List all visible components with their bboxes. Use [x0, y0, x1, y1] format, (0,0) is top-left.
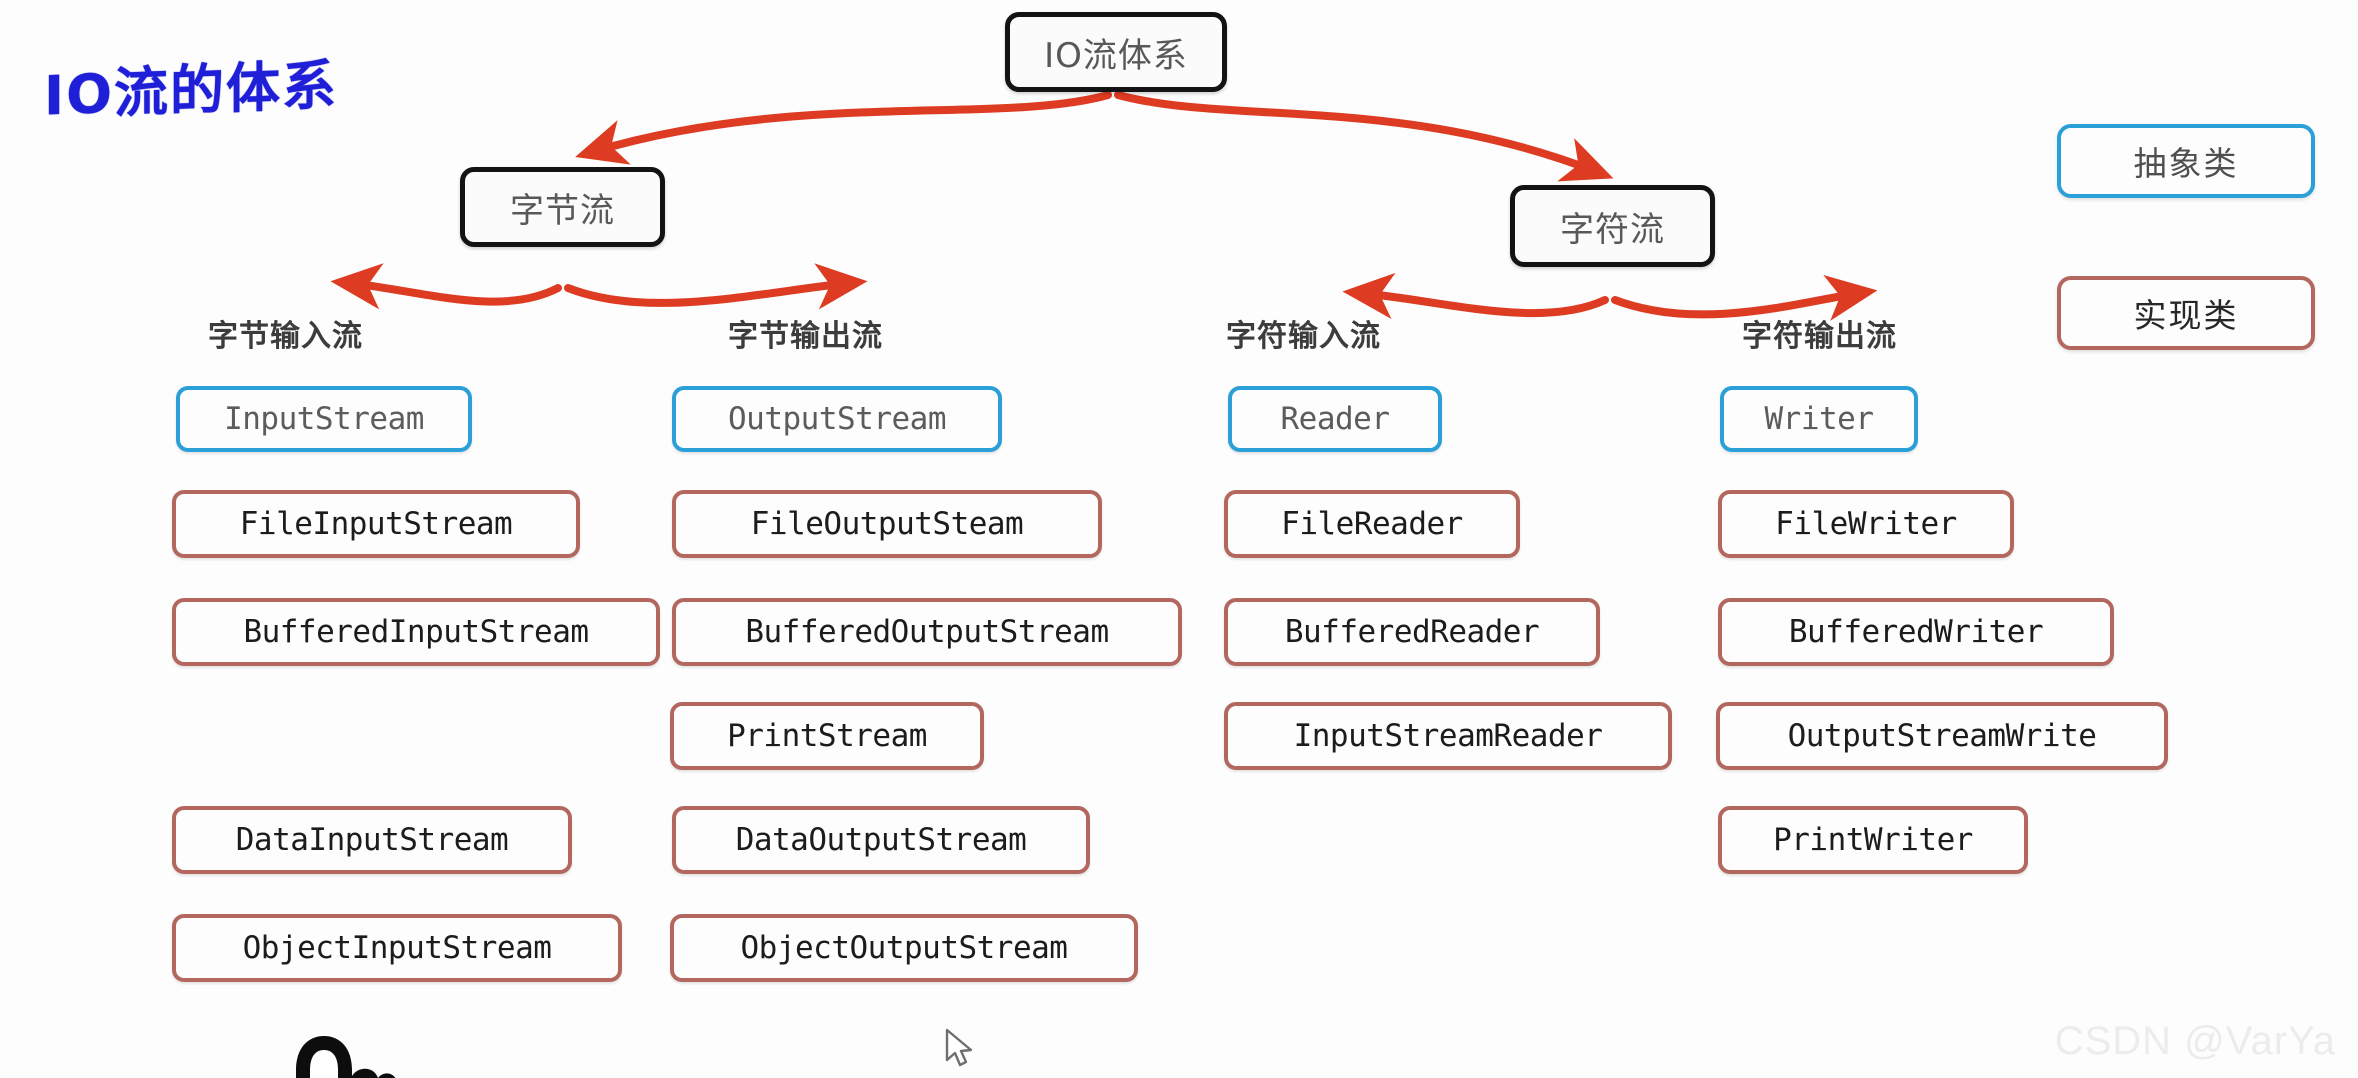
class-box-bufferedinputstream[interactable]: BufferedInputStream: [172, 598, 660, 666]
class-label: DataOutputStream: [735, 822, 1027, 858]
page-title: IO流的体系: [44, 53, 338, 128]
node-byte-stream-label: 字节流: [510, 190, 615, 231]
class-label: PrintStream: [727, 718, 927, 754]
legend-abstract-label: 抽象类: [2133, 144, 2239, 183]
class-label: BufferedReader: [1284, 614, 1540, 650]
class-box-datainputstream[interactable]: DataInputStream: [172, 806, 572, 874]
class-box-writer[interactable]: Writer: [1720, 386, 1918, 452]
arrow-root-to-char-stream: [1114, 91, 1614, 182]
column-header-char-output: 字符输出流: [1742, 319, 1897, 354]
class-label: FileWriter: [1775, 506, 1957, 542]
column-header-byte-input: 字节输入流: [208, 319, 363, 354]
legend-abstract-class[interactable]: 抽象类: [2057, 124, 2315, 198]
class-label: ObjectInputStream: [242, 930, 552, 966]
class-box-bufferedwriter[interactable]: BufferedWriter: [1718, 598, 2114, 666]
class-box-outputstreamwrite[interactable]: OutputStreamWrite: [1716, 702, 2168, 770]
class-label: InputStreamReader: [1293, 718, 1603, 754]
class-box-filewriter[interactable]: FileWriter: [1718, 490, 2014, 558]
legend-impl-label: 实现类: [2133, 296, 2239, 335]
class-box-objectoutputstream[interactable]: ObjectOutputStream: [670, 914, 1138, 982]
node-root[interactable]: IO流体系: [1005, 12, 1227, 92]
node-byte-stream[interactable]: 字节流: [460, 167, 665, 247]
arrow-byte-to-byte-input: [330, 263, 562, 310]
class-label: InputStream: [224, 401, 424, 437]
node-char-stream-label: 字符流: [1560, 209, 1665, 250]
class-label: BufferedInputStream: [243, 614, 589, 650]
class-label: OutputStream: [728, 401, 946, 437]
column-header-byte-output: 字节输出流: [728, 319, 883, 354]
class-box-fileinputstream[interactable]: FileInputStream: [172, 490, 580, 558]
class-box-bufferedreader[interactable]: BufferedReader: [1224, 598, 1600, 666]
csdn-watermark: CSDN @VarYa: [2054, 1019, 2336, 1063]
class-label: DataInputStream: [235, 822, 509, 858]
pointing-hand-cursor: [296, 1036, 396, 1078]
class-box-printwriter[interactable]: PrintWriter: [1718, 806, 2028, 874]
class-label: Writer: [1764, 401, 1874, 437]
class-label: FileReader: [1281, 506, 1463, 542]
column-header-char-input: 字符输入流: [1226, 319, 1381, 354]
arrow-char-to-char-input: [1342, 272, 1609, 320]
class-box-filereader[interactable]: FileReader: [1224, 490, 1520, 558]
class-box-printstream[interactable]: PrintStream: [670, 702, 984, 770]
arrow-root-to-byte-stream: [575, 91, 1112, 165]
class-label: OutputStreamWrite: [1787, 718, 2097, 754]
legend-impl-class[interactable]: 实现类: [2057, 276, 2315, 350]
class-label: BufferedWriter: [1788, 614, 2044, 650]
arrow-byte-to-byte-output: [564, 263, 868, 310]
node-char-stream[interactable]: 字符流: [1510, 185, 1715, 267]
class-label: FileOutputSteam: [750, 506, 1024, 542]
class-label: PrintWriter: [1773, 822, 1973, 858]
class-box-outputstream[interactable]: OutputStream: [672, 386, 1002, 452]
class-label: Reader: [1280, 401, 1390, 437]
class-box-dataoutputstream[interactable]: DataOutputStream: [672, 806, 1090, 874]
class-box-inputstream[interactable]: InputStream: [176, 386, 472, 452]
arrow-cursor: [945, 1028, 973, 1067]
class-label: FileInputStream: [239, 506, 513, 542]
class-box-inputstreamreader[interactable]: InputStreamReader: [1224, 702, 1672, 770]
class-label: ObjectOutputStream: [740, 930, 1068, 966]
class-box-reader[interactable]: Reader: [1228, 386, 1442, 452]
class-label: BufferedOutputStream: [745, 614, 1109, 650]
class-box-bufferedoutputstream[interactable]: BufferedOutputStream: [672, 598, 1182, 666]
class-box-objectinputstream[interactable]: ObjectInputStream: [172, 914, 622, 982]
class-box-fileoutputsteam[interactable]: FileOutputSteam: [672, 490, 1102, 558]
node-root-label: IO流体系: [1044, 35, 1188, 76]
